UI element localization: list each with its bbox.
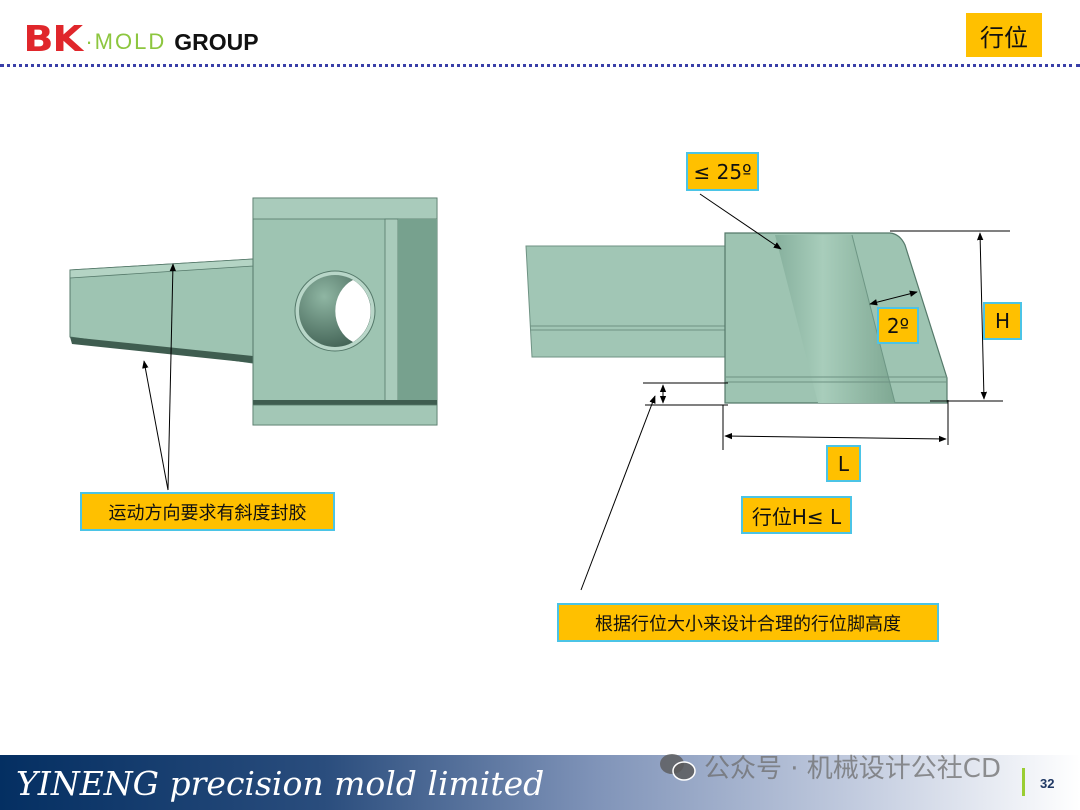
logo-group: GROUP xyxy=(174,28,259,55)
right-slider-view xyxy=(525,193,1010,591)
watermark: 公众号 · 机械设计公社CD xyxy=(658,748,1001,785)
left-slider-view xyxy=(69,197,438,491)
label-left-note: 运动方向要求有斜度封胶 xyxy=(80,492,335,531)
slide-title: 行位 xyxy=(966,13,1042,57)
page-number: 32 xyxy=(1040,776,1055,791)
label-height: H xyxy=(983,302,1022,340)
footer-band xyxy=(0,755,1080,810)
wechat-icon xyxy=(660,753,696,781)
label-angle-max: ≤ 25º xyxy=(686,152,759,191)
label-foot-note: 根据行位大小来设计合理的行位脚高度 xyxy=(557,603,939,642)
footer-company: YINENG precision mold limited xyxy=(16,764,545,803)
label-height-rule: 行位H≤ L xyxy=(741,496,852,534)
logo-bk: BK xyxy=(23,18,83,60)
header-divider xyxy=(0,64,1080,67)
logo-mold: ·MOLD xyxy=(85,29,167,54)
watermark-text: 公众号 · 机械设计公社CD xyxy=(704,754,1001,784)
company-logo: BK ·MOLD GROUP xyxy=(23,19,259,60)
page-number-bar xyxy=(1022,768,1025,796)
label-length: L xyxy=(826,445,861,482)
label-draft-angle: 2º xyxy=(877,307,919,344)
